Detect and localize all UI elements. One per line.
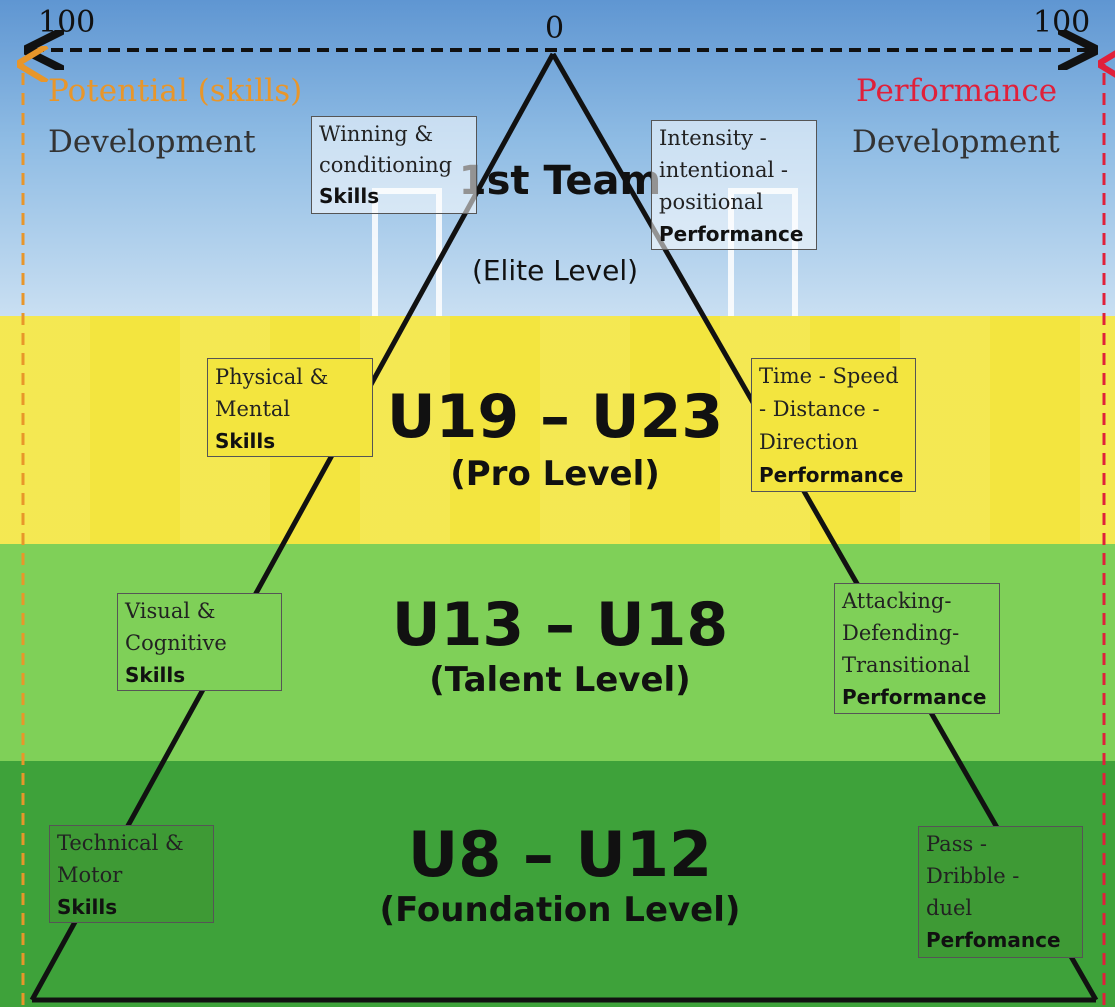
field-stripes — [0, 316, 1115, 544]
skill-box-line: Cognitive — [125, 631, 227, 655]
skill-box-line: Motor — [57, 863, 123, 887]
performance-box-foundation: Pass - Dribble - duel Perfomance — [918, 826, 1083, 958]
performance-box-line: Dribble - — [926, 864, 1020, 888]
performance-box-line: Direction — [759, 430, 859, 454]
left-side-title: Potential (skills) — [48, 73, 303, 109]
level-talent-name: U13 – U18 — [391, 590, 729, 660]
performance-box-talent: Attacking- Defending- Transitional Perfo… — [834, 583, 1000, 714]
level-foundation-name: U8 – U12 — [407, 818, 713, 891]
performance-box-strong: Performance — [842, 685, 987, 709]
performance-box-line: duel — [926, 896, 973, 920]
right-side-title: Performance — [856, 73, 1058, 109]
level-pro-sub: (Pro Level) — [450, 454, 660, 494]
performance-box-line: intentional - — [659, 158, 788, 182]
performance-box-pro: Time - Speed - Distance - Direction Perf… — [751, 358, 916, 492]
level-talent-sub: (Talent Level) — [429, 660, 691, 700]
skill-box-foundation: Technical & Motor Skills — [49, 825, 214, 923]
skill-box-talent: Visual & Cognitive Skills — [117, 593, 282, 691]
skill-box-strong: Skills — [319, 184, 380, 208]
level-elite-name: 1st Team — [458, 158, 662, 204]
axis-center-value: 0 — [545, 11, 565, 46]
level-foundation-sub: (Foundation Level) — [379, 890, 741, 930]
performance-box-strong: Performance — [659, 222, 804, 246]
performance-box-line: Pass - — [926, 832, 988, 856]
skill-box-elite: Winning & conditioning Skills — [311, 116, 477, 214]
performance-box-line: Time - Speed — [759, 364, 899, 388]
skill-box-line: Mental — [215, 397, 291, 421]
skill-box-strong: Skills — [125, 663, 186, 687]
performance-box-line: Defending- — [842, 621, 960, 645]
skill-box-line: Technical & — [57, 831, 184, 855]
band-pro-level — [0, 316, 1115, 544]
left-side-subtitle: Development — [48, 124, 256, 160]
level-pro-name: U19 – U23 — [386, 382, 724, 452]
axis-right-value: 100 — [1033, 5, 1091, 40]
performance-box-strong: Perfomance — [926, 928, 1061, 952]
performance-box-line: Transitional — [842, 653, 971, 677]
performance-box-line: Attacking- — [842, 589, 952, 613]
skill-box-strong: Skills — [57, 895, 118, 919]
performance-box-line: positional — [659, 190, 764, 214]
right-side-subtitle: Development — [852, 124, 1060, 160]
skill-box-line: Winning & — [319, 122, 434, 146]
skill-box-line: Visual & — [125, 599, 216, 623]
axis-left-value: 100 — [38, 5, 96, 40]
skill-box-pro: Physical & Mental Skills — [207, 358, 373, 457]
performance-box-elite: Intensity - intentional - positional Per… — [651, 120, 817, 250]
performance-box-line: Intensity - — [659, 126, 767, 150]
level-elite-sub: (Elite Level) — [471, 254, 639, 287]
skill-box-line: Physical & — [215, 365, 329, 389]
skill-box-line: conditioning — [319, 153, 453, 177]
performance-box-strong: Performance — [759, 463, 904, 487]
performance-box-line: - Distance - — [759, 397, 880, 421]
skill-box-strong: Skills — [215, 429, 276, 453]
